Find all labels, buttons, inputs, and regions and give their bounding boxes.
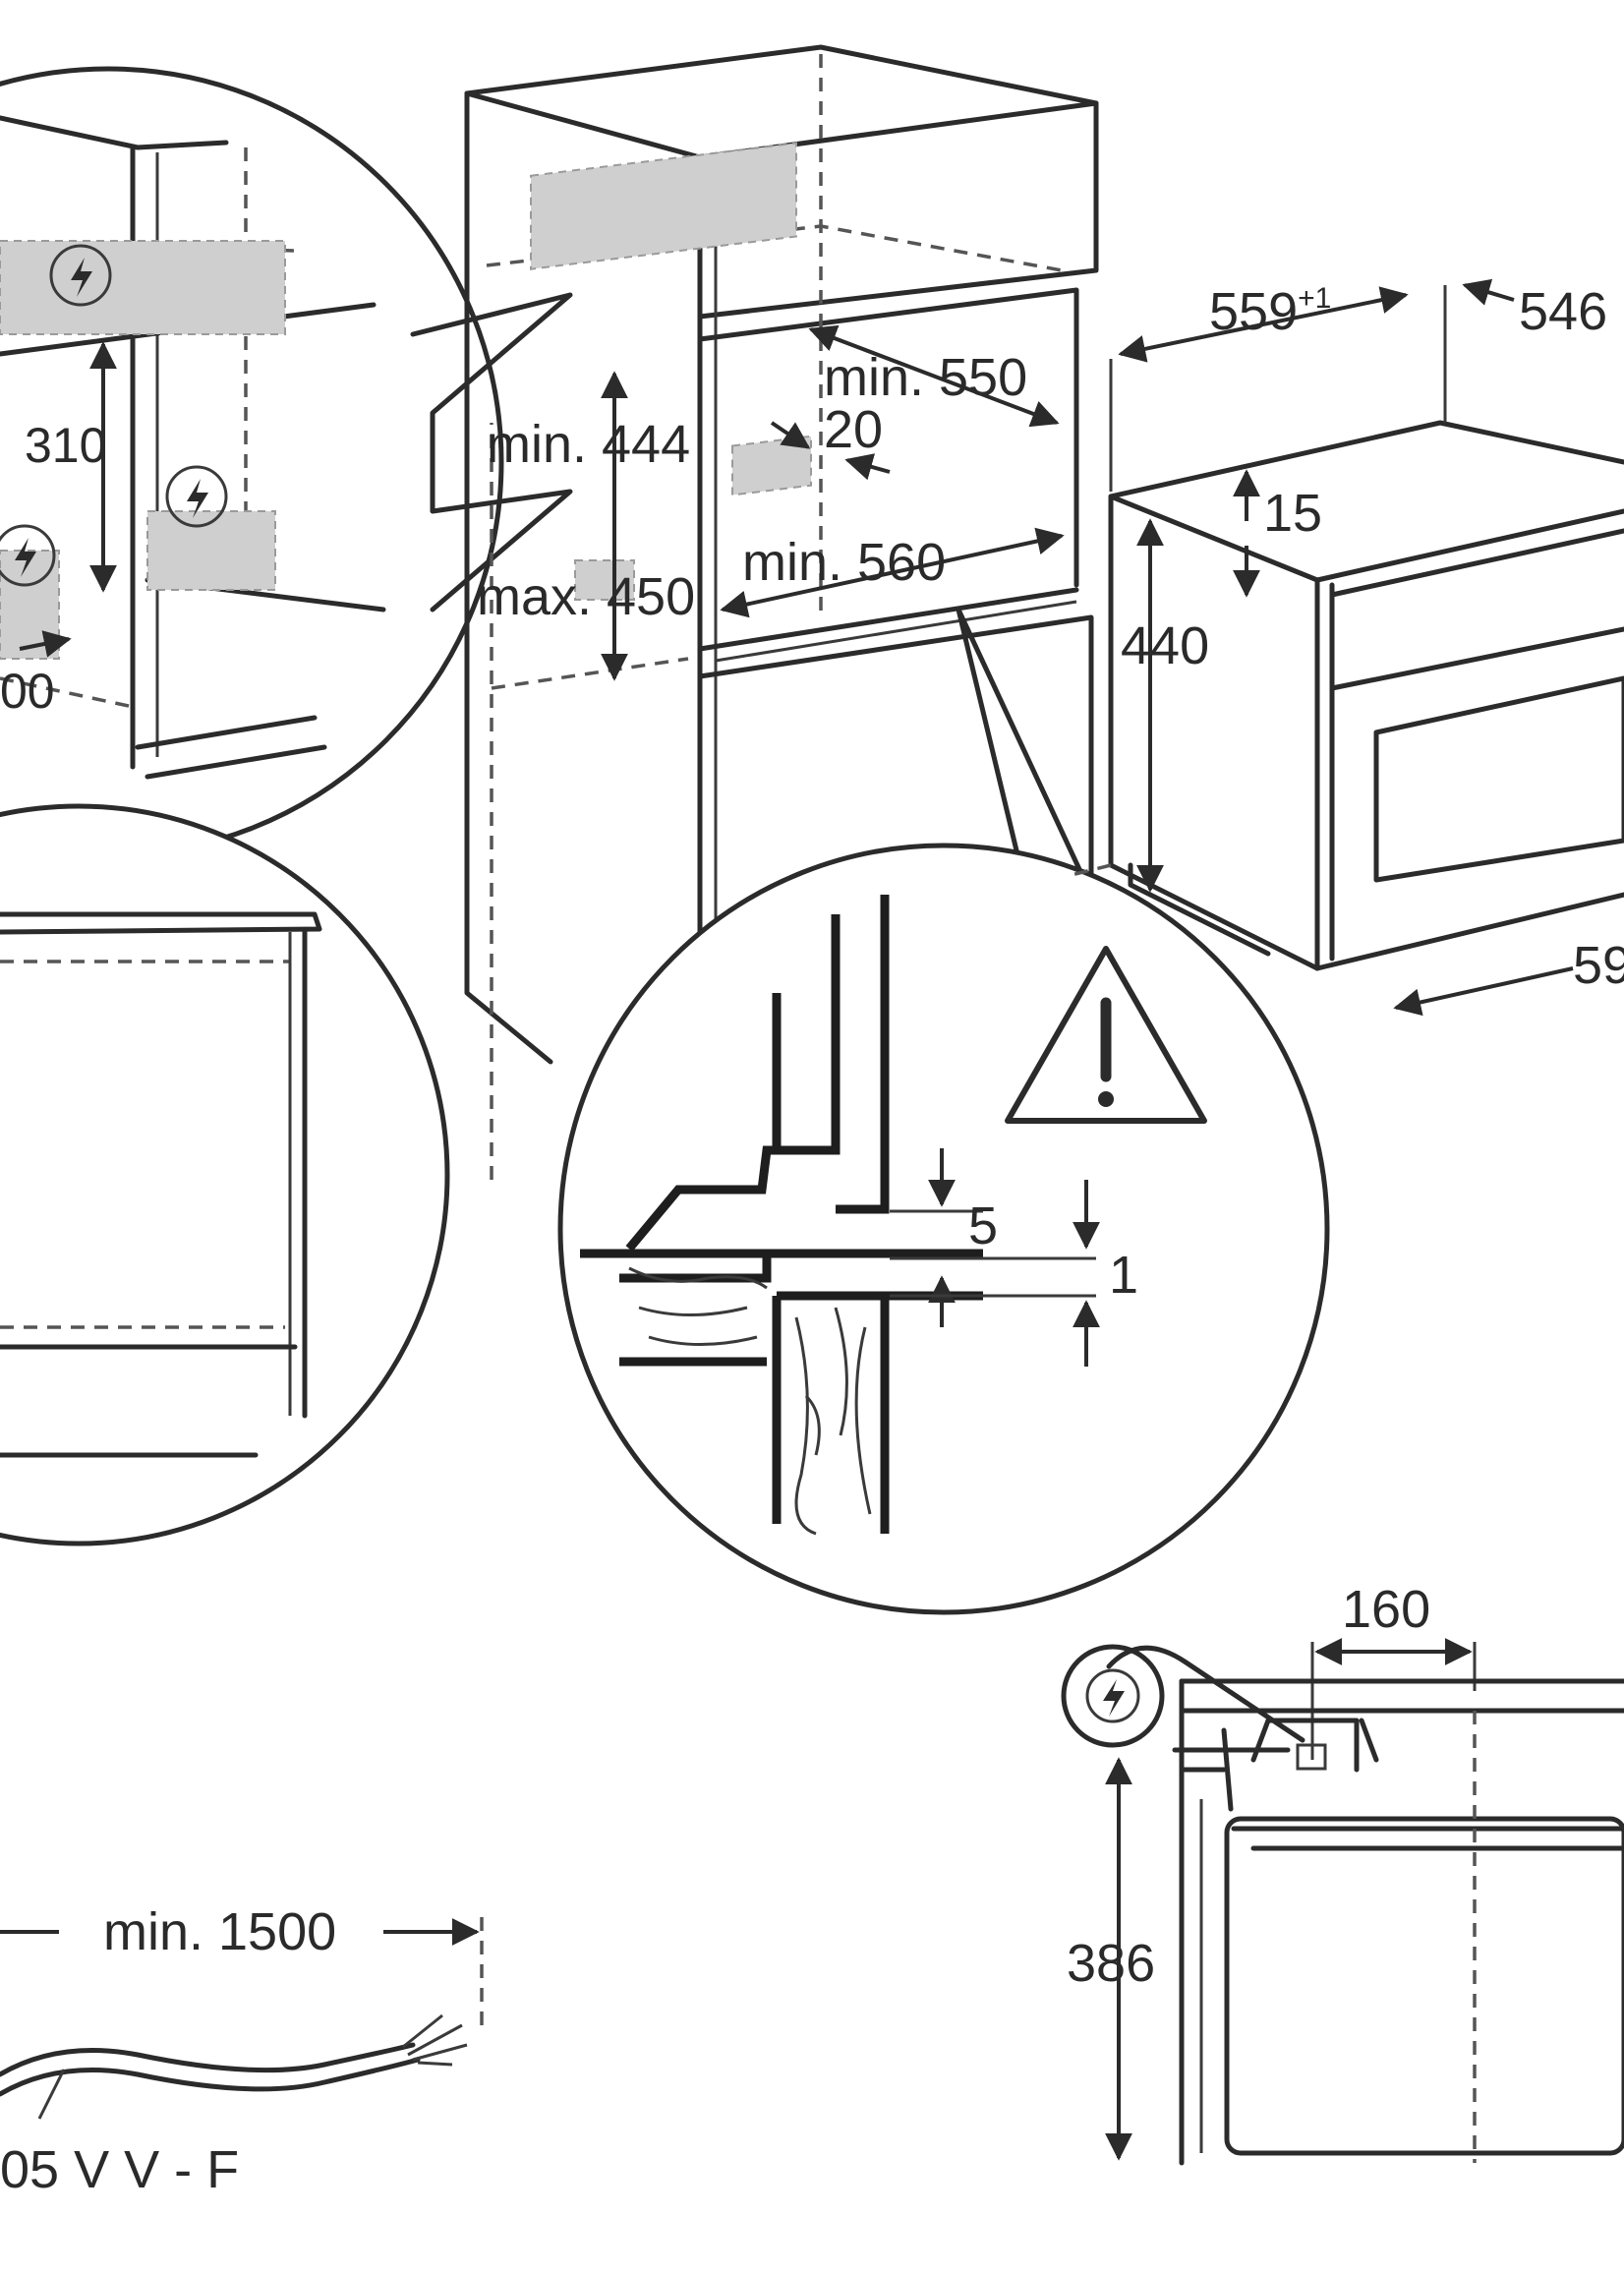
tall-cabinet: min. 444 max. 450 min. 550 20 min. 560 [464, 44, 1099, 1180]
dim-15: 15 [1263, 484, 1322, 543]
oven-perspective: 559+1 546 15 440 59 [1071, 278, 1624, 1017]
gap-detail-circle: 5 1 [557, 843, 1330, 1615]
dim-00: 00 [0, 664, 55, 719]
dim-min-444: min. 444 [487, 415, 690, 474]
top-left-detail-circle: 310 00 [0, 66, 504, 858]
dim-160: 160 [1342, 1580, 1430, 1639]
electrical-zone-lower [146, 510, 276, 591]
dim-1: 1 [1109, 1246, 1138, 1305]
lightning-bolt-icon [0, 524, 56, 587]
dim-559: 559+1 [1209, 282, 1331, 341]
dim-546: 546 [1519, 282, 1607, 341]
dim-min-1500: min. 1500 [103, 1902, 336, 1961]
lightning-bolt-icon [165, 465, 228, 528]
middle-left-detail-circle [0, 803, 450, 1546]
lightning-bolt-icon [49, 244, 112, 307]
dim-386: 386 [1067, 1934, 1155, 1993]
dim-310: 310 [25, 418, 106, 473]
dim-559-tolerance: +1 [1298, 282, 1331, 315]
dim-440: 440 [1121, 616, 1209, 675]
electrical-zone-upper [0, 240, 286, 335]
dim-min-560: min. 560 [742, 533, 946, 592]
callout-upper [410, 292, 573, 612]
dim-59: 59 [1573, 936, 1624, 995]
dim-max-450: max. 450 [477, 567, 695, 626]
cable-type-label: 05 V V - F [0, 2140, 239, 2199]
oven-side-section: 160 386 [1061, 1580, 1624, 2166]
dim-min-550: min. 550 [824, 348, 1027, 407]
electrical-zone-cabinet-upper [530, 142, 797, 270]
dim-5: 5 [968, 1196, 998, 1255]
callout-detail [956, 607, 1094, 898]
electrical-zone-cabinet-lower [731, 435, 812, 496]
warning-icon [1005, 946, 1207, 1124]
lightning-bolt-icon [1061, 1644, 1305, 1748]
power-cable-drawing: min. 1500 05 V V - F [0, 1902, 484, 2199]
dim-20: 20 [824, 400, 883, 459]
